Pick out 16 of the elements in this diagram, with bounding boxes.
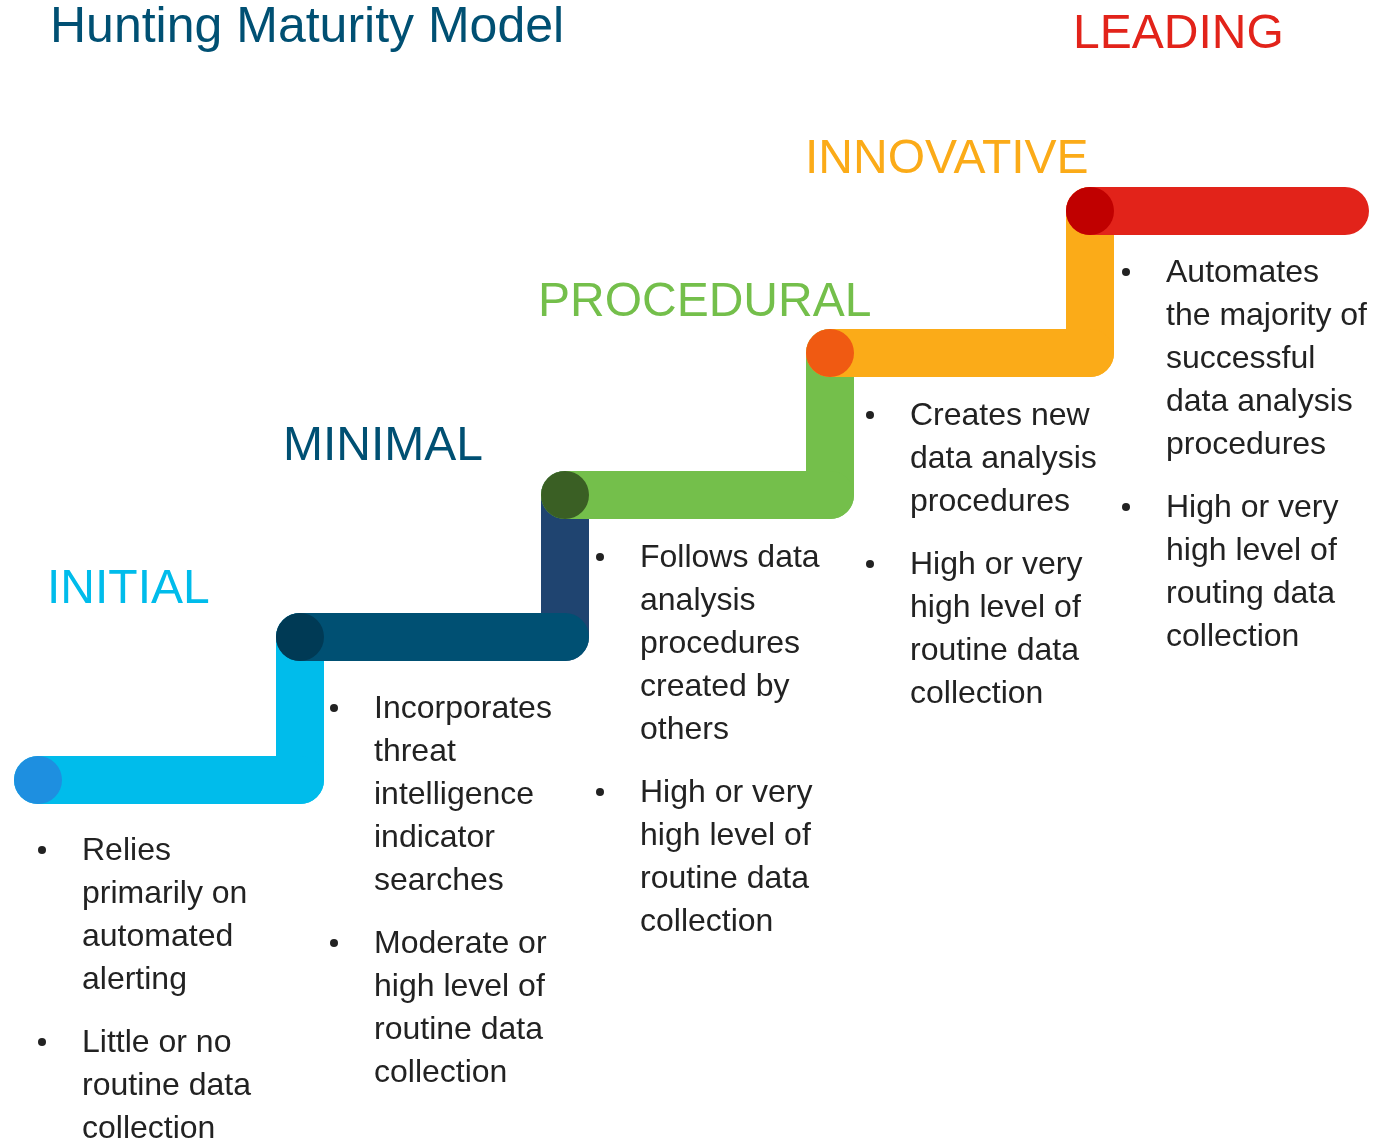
bullet-text: Automates the majority of successful data analysis procedures [1166, 253, 1367, 461]
bullet-text: Moderate or high level of routine data collection [374, 924, 547, 1089]
bullet-text: Follows data analysis procedures created by others [640, 538, 820, 746]
level-heading: INITIAL [47, 563, 210, 611]
bullet-text: Creates new data analysis procedures [910, 396, 1097, 518]
title: Hunting Maturity Model [50, 0, 565, 50]
bullet-text: Relies primarily on automated alerting [82, 831, 248, 996]
level-heading: LEADING [1073, 8, 1284, 56]
bullet-text: High or very high level of routine data collection [640, 773, 813, 938]
level-heading: MINIMAL [283, 420, 483, 468]
bullet-text: Incorporates threat intelligence indicator searches [374, 689, 552, 897]
level-heading: INNOVATIVE [805, 133, 1089, 181]
bullet-text: High or very high level of routine data collection [910, 545, 1083, 710]
level-heading: PROCEDURAL [538, 276, 872, 324]
bullet-text: Little or no routine data collection [82, 1023, 251, 1139]
bullet-text: High or very high level of routing data collection [1166, 488, 1339, 653]
